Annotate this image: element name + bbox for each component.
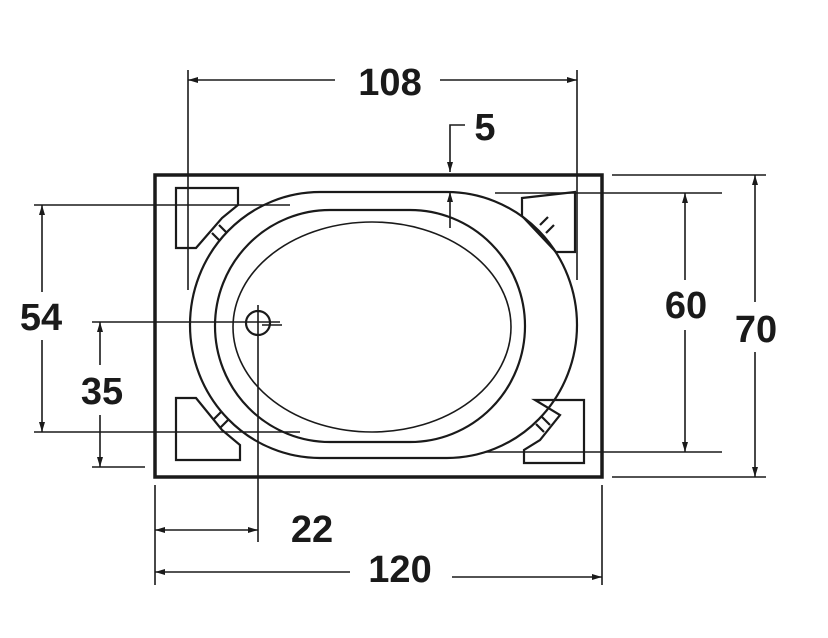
dimension-label: 22 [291, 509, 333, 551]
dimension-label: 5 [474, 107, 495, 149]
dimension-120: 120 [155, 485, 603, 591]
dimension-22: 22 [154, 340, 333, 585]
dimension-70: 70 [612, 174, 777, 478]
basin-floor [232, 221, 512, 433]
dimension-108: 108 [187, 62, 578, 290]
dimension-label: 120 [368, 549, 431, 591]
basin-oval [213, 208, 527, 444]
dimension-label: 108 [358, 62, 421, 104]
rim-oval [188, 190, 579, 460]
corner-supports [174, 186, 586, 465]
dimension-label: 54 [20, 297, 62, 339]
dimension-60: 60 [485, 192, 722, 453]
dimension-label: 70 [735, 309, 777, 351]
dimension-5: 5 [447, 107, 496, 228]
dimension-54: 54 [20, 204, 300, 433]
dimension-35: 35 [81, 321, 280, 468]
dimension-label: 60 [665, 285, 707, 327]
dimension-label: 35 [81, 371, 123, 413]
tub-outline [153, 173, 604, 479]
